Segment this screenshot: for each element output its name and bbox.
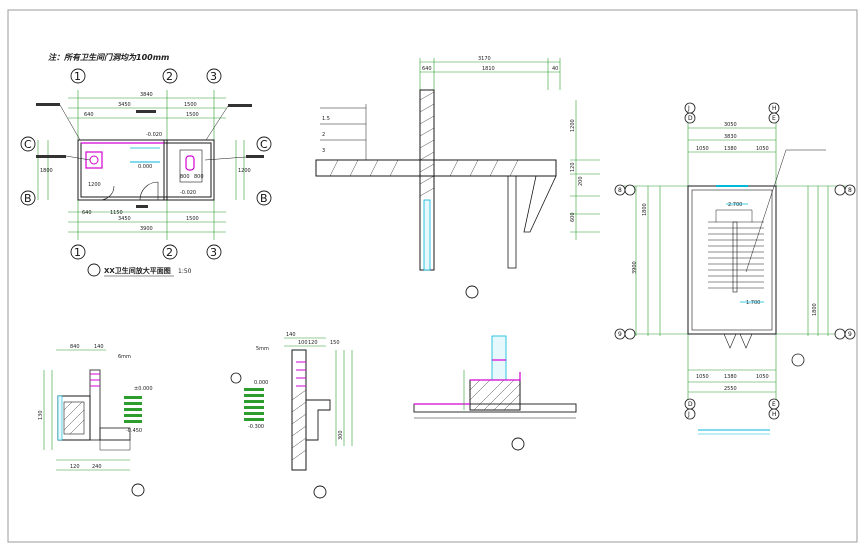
detail-a-dim-4: 120: [70, 464, 80, 470]
stair-grid-h-bottom: H: [772, 411, 777, 418]
stair-dim-side-2: 3900: [632, 261, 638, 274]
stair-dim-top-3: 1050: [696, 146, 709, 152]
stair-grid-j-top: J: [687, 105, 690, 112]
plan-dim-top-3: 1500: [184, 102, 197, 108]
plan-dim-bottom-1: 3450: [118, 216, 131, 222]
stair-grid-e-bottom: E: [772, 401, 776, 408]
parapet-dim-3: 640: [422, 66, 432, 72]
parapet-dim-1: 3170: [478, 56, 491, 62]
plan-dim-top-5: 1500: [186, 112, 199, 118]
stair-grid-j-bottom: J: [687, 411, 690, 418]
detail-b-dim-1: 140: [286, 332, 296, 338]
detail-a-label: 6mm: [118, 354, 131, 360]
stair-plan: 3050 3830 1050 1380 1050 1050 1380 1050 …: [614, 102, 856, 435]
plan-dim-top-4: 640: [84, 112, 94, 118]
stair-grid-h-top: H: [772, 105, 777, 112]
detail-b-dim-4: 150: [330, 340, 340, 346]
detail-b-elev-2: -0.300: [248, 424, 264, 430]
stair-dim-top-2: 3830: [724, 134, 737, 140]
detail-a-section: 840 140 130 120 240 6mm ±0.000 -0.450: [38, 344, 153, 497]
stair-grid-8-right: 8: [848, 187, 852, 194]
detail-a-dim-2: 140: [94, 344, 104, 350]
plan-dim-bottom-5: 640: [82, 210, 92, 216]
detail-a-elev-1: ±0.000: [134, 386, 153, 392]
parapet-legend-2: 2: [322, 132, 325, 138]
detail-b-elev-1: 0.000: [254, 380, 268, 386]
plan-grid-row-c-left: C: [24, 138, 32, 151]
detail-b-dim-5: 300: [338, 430, 344, 440]
plan-caption: XX卫生间放大平面图: [104, 266, 171, 275]
stair-dim-top-1: 3050: [724, 122, 737, 128]
plan-value-1: 1200: [88, 182, 101, 188]
parapet-legend-3: 3: [322, 148, 325, 154]
plan-grid-col-3-bottom: 3: [210, 246, 217, 259]
plan-value-2: 800: [180, 174, 190, 180]
plan-value-5: -0.020: [180, 190, 196, 196]
plan-grid-col-2-bottom: 2: [166, 246, 173, 259]
stair-grid-9-left: 9: [618, 331, 622, 338]
detail-a-elev-2: -0.450: [126, 428, 142, 434]
detail-c-section: [413, 335, 577, 451]
toilet-floor-plan: 注：所有卫生间门洞均为100mm 3840 3450 1500 640 1500…: [20, 53, 272, 277]
plan-value-4: -0.020: [146, 132, 162, 138]
detail-b-label: 5mm: [256, 346, 269, 352]
plan-grid-col-3-top: 3: [210, 70, 217, 83]
plan-grid-row-b-right: B: [260, 192, 268, 205]
detail-a-dim-5: 240: [92, 464, 102, 470]
plan-scale: 1:50: [178, 268, 192, 275]
plan-dim-top-2: 3450: [118, 102, 131, 108]
plan-dim-top-1: 3840: [140, 92, 153, 98]
plan-value-3: 800: [194, 174, 204, 180]
stair-dim-side-1: 1800: [642, 203, 648, 216]
parapet-dim-r3: 600: [570, 212, 576, 222]
parapet-legend-1: 1.5: [322, 116, 330, 122]
plan-grid-row-c-right: C: [260, 138, 268, 151]
stair-dim-bottom-3: 1050: [756, 374, 769, 380]
stair-dim-top-5: 1050: [756, 146, 769, 152]
parapet-dim-r1: 1200: [570, 119, 576, 132]
detail-a-dim-1: 840: [70, 344, 80, 350]
plan-value-6: 0.000: [138, 164, 152, 170]
stair-dim-top-4: 1380: [724, 146, 737, 152]
plan-note: 注：所有卫生间门洞均为100mm: [48, 53, 169, 62]
plan-dim-side-2: 1200: [238, 168, 251, 174]
stair-grid-8-left: 8: [618, 187, 622, 194]
plan-grid-col-1-top: 1: [74, 70, 81, 83]
stair-dim-bottom-2: 1380: [724, 374, 737, 380]
parapet-dim-r2: 120: [570, 162, 576, 172]
plan-dim-bottom-2: 1500: [186, 216, 199, 222]
stair-grid-d-top: D: [688, 115, 693, 122]
plan-dim-bottom-4: 1150: [110, 210, 123, 216]
parapet-dim-4: 40: [552, 66, 558, 72]
plan-dim-side-1: 1800: [40, 168, 53, 174]
stair-grid-e-top: E: [772, 115, 776, 122]
stair-grid-9-right: 9: [848, 331, 852, 338]
stair-dim-bottom-1: 1050: [696, 374, 709, 380]
detail-b-dim-2: 100: [298, 340, 308, 346]
plan-grid-col-2-top: 2: [166, 70, 173, 83]
parapet-section: 3170 1810 640 40 1200 120 600 200: [315, 56, 600, 299]
detail-b-section: 140 100 120 150 300 5mm 0.000 -0.300: [230, 332, 353, 499]
stair-grid-d-bottom: D: [688, 401, 693, 408]
plan-grid-col-1-bottom: 1: [74, 246, 81, 259]
parapet-dim-r4: 200: [578, 176, 584, 186]
stair-landing-2: 1.700: [746, 300, 760, 306]
detail-b-dim-3: 120: [308, 340, 318, 346]
stair-landing-1: 2.700: [728, 202, 742, 208]
plan-dim-bottom-3: 3900: [140, 226, 153, 232]
detail-a-dim-3: 130: [38, 410, 44, 420]
stair-dim-side-3: 1800: [812, 303, 818, 316]
sheet-border: [7, 9, 858, 543]
stair-dim-bottom-4: 2550: [724, 386, 737, 392]
parapet-dim-2: 1810: [482, 66, 495, 72]
plan-grid-row-b-left: B: [24, 192, 32, 205]
